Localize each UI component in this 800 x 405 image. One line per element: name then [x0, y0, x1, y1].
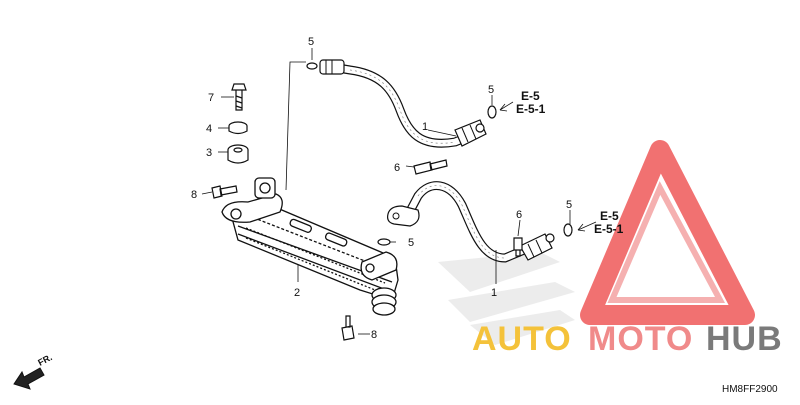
upper-oil-hose	[319, 59, 487, 148]
leader-lines	[201, 48, 597, 335]
watermark-triangle	[580, 140, 755, 325]
callout-5-cooler: 5	[408, 237, 414, 249]
callout-1-lower-hose: 1	[491, 287, 497, 299]
callout-6-lower: 6	[516, 209, 522, 221]
front-direction-arrow: FR.	[13, 352, 54, 390]
bolt-8-lower	[341, 315, 355, 341]
front-label: FR.	[36, 352, 53, 368]
callout-8-lower: 8	[371, 329, 377, 341]
watermark-logo: AUTO MOTO HUB	[438, 140, 783, 358]
ref-upper-e5: E-5	[521, 89, 540, 103]
watermark-word-hub: HUB	[706, 320, 783, 358]
reference-labels: E-5 E-5-1 E-5 E-5-1	[516, 89, 624, 236]
callout-4: 4	[206, 123, 212, 135]
o-ring-5-cooler	[377, 238, 391, 246]
callout-3: 3	[206, 147, 212, 159]
ref-lower-e51: E-5-1	[594, 222, 624, 236]
mount-rubber-3	[227, 144, 249, 164]
callout-5-upper-right: 5	[488, 84, 494, 96]
callout-5-lower-right: 5	[566, 199, 572, 211]
diagram-code: HM8FF2900	[722, 384, 778, 395]
watermark-word-auto: AUTO	[472, 320, 572, 358]
bolt-8-upper	[211, 185, 238, 199]
callout-numbers: 5 5 1 6 7 4 3 8 5 2 1 6 5 8	[191, 36, 572, 341]
callout-2: 2	[294, 287, 300, 299]
callout-5-upper-left: 5	[308, 36, 314, 48]
bolt-6-lower	[513, 237, 523, 257]
callout-6-upper: 6	[394, 162, 400, 174]
hardware	[211, 62, 573, 341]
callout-7: 7	[208, 92, 214, 104]
lower-oil-hose	[387, 181, 555, 263]
oil-cooler	[221, 177, 399, 316]
front-arrow-icon	[13, 367, 45, 390]
mount-stack	[227, 83, 249, 164]
o-ring-5-upper-left	[306, 62, 318, 70]
o-ring-5-upper-right	[487, 105, 497, 119]
watermark-wing-shape	[438, 252, 575, 345]
callout-8-upper: 8	[191, 189, 197, 201]
ref-upper-e51: E-5-1	[516, 102, 546, 116]
bolt-6-upper	[413, 159, 448, 175]
callout-1-upper-hose: 1	[422, 121, 428, 133]
watermark-word-moto: MOTO	[588, 320, 693, 358]
o-ring-5-lower-right	[563, 223, 573, 237]
ref-lower-e5: E-5	[600, 209, 619, 223]
